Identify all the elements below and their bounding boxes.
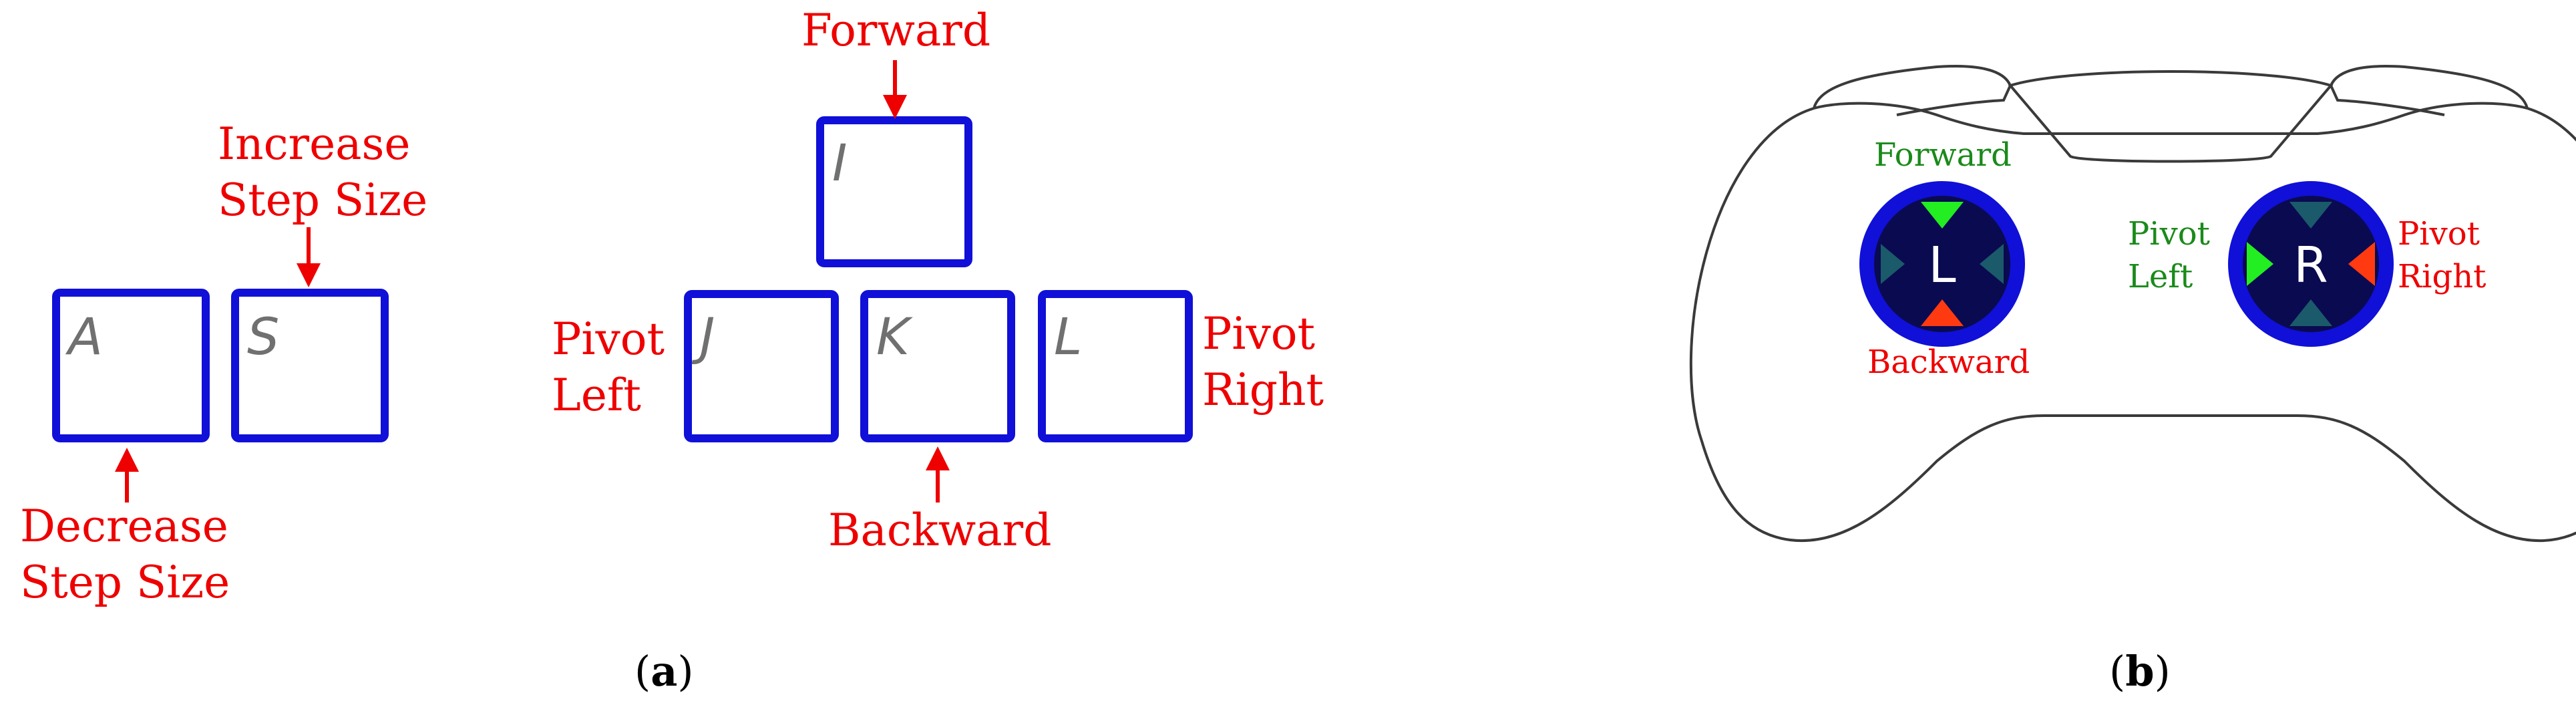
key-i-cap [816, 116, 972, 267]
left-stick-arrow-right [1980, 244, 2004, 284]
label-decrease-line1: Decrease [20, 501, 228, 552]
label-pivot-left-a-line2: Left [552, 370, 641, 421]
left-stick-arrow-up [1921, 202, 1964, 229]
label-backward-b: Backward [1867, 343, 2030, 381]
label-pivot-right-a-line2: Right [1202, 364, 1324, 416]
key-l: L [1038, 290, 1193, 442]
label-pivot-left-b-line2: Left [2128, 258, 2193, 295]
key-i: I [816, 116, 972, 267]
right-stick-arrow-down [2289, 299, 2332, 326]
left-stick-face [1874, 196, 2010, 332]
right-stick-arrow-right [2348, 242, 2375, 286]
key-k-cap [860, 290, 1015, 442]
left-stick: L [1859, 181, 2025, 347]
gamepad-right-bumper [2329, 65, 2529, 116]
right-stick-arrow-up [2289, 202, 2332, 229]
key-k: K [860, 290, 1015, 442]
key-s: S [231, 289, 389, 442]
left-stick-letter: L [1928, 237, 1956, 294]
gamepad-outline [1689, 102, 2576, 543]
gamepad-center-panel [2008, 70, 2334, 163]
label-forward-b: Forward [1874, 136, 2012, 174]
key-a-cap [52, 289, 210, 442]
right-stick-face [2243, 196, 2379, 332]
label-backward-a: Backward [828, 505, 1051, 556]
panel-b-gamepad: L R Forward Backward Pivot Left Pivot Ri… [1689, 65, 2576, 696]
label-pivot-left-a-line1: Pivot [552, 313, 665, 365]
label-increase-line1: Increase [218, 118, 410, 170]
panel-a-keyboard: A S I J K L Increase Step Size [20, 5, 1324, 696]
key-a: A [52, 289, 210, 442]
key-l-cap [1038, 290, 1193, 442]
key-j-cap [684, 290, 839, 442]
label-pivot-right-b-line1: Pivot [2398, 215, 2480, 253]
left-stick-arrow-left [1881, 244, 1905, 284]
key-k-letter: K [876, 307, 913, 366]
key-l-letter: L [1054, 307, 1082, 366]
key-i-letter: I [832, 133, 847, 192]
label-decrease-line2: Step Size [20, 557, 230, 608]
right-stick-letter: R [2293, 237, 2328, 294]
label-forward-a: Forward [801, 5, 990, 56]
left-stick-arrow-down [1921, 299, 1964, 326]
caption-a: (a) [634, 647, 694, 696]
label-pivot-right-b-line2: Right [2398, 258, 2486, 295]
key-j: J [684, 290, 839, 442]
label-pivot-left-b-line1: Pivot [2128, 215, 2210, 253]
right-stick: R [2228, 181, 2394, 347]
key-s-cap [231, 289, 389, 442]
key-a-letter: A [65, 307, 103, 366]
caption-b: (b) [2109, 647, 2171, 696]
label-pivot-right-a-line1: Pivot [1202, 308, 1315, 360]
gamepad-left-bumper [1813, 65, 2012, 116]
label-increase-line2: Step Size [218, 174, 427, 226]
key-s-letter: S [247, 307, 279, 366]
right-stick-arrow-left [2247, 242, 2273, 286]
